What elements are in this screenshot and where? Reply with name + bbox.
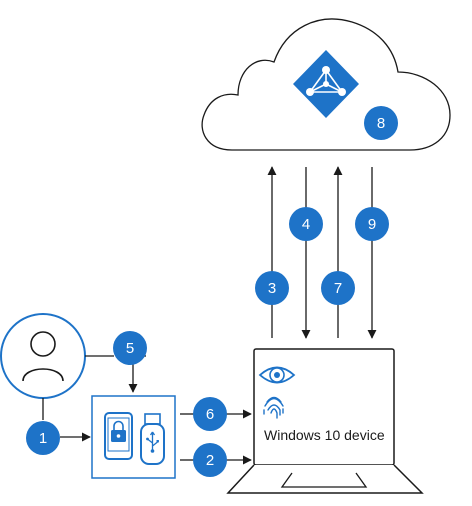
badge-7-label: 7 bbox=[334, 280, 342, 297]
badge-4: 4 bbox=[289, 207, 323, 241]
badge-3-label: 3 bbox=[268, 280, 276, 297]
usb-security-key-icon bbox=[140, 413, 165, 465]
badge-7: 7 bbox=[321, 271, 355, 305]
badge-8: 8 bbox=[364, 106, 398, 140]
badge-6: 6 bbox=[193, 397, 227, 431]
badge-9: 9 bbox=[355, 207, 389, 241]
badge-2-label: 2 bbox=[206, 452, 214, 469]
badge-1: 1 bbox=[26, 421, 60, 455]
eye-icon bbox=[258, 366, 296, 384]
badge-5: 5 bbox=[113, 331, 147, 365]
badge-9-label: 9 bbox=[368, 216, 376, 233]
badge-6-label: 6 bbox=[206, 406, 214, 423]
user-icon bbox=[0, 313, 86, 399]
badge-8-label: 8 bbox=[377, 115, 385, 132]
badge-4-label: 4 bbox=[302, 216, 310, 233]
device-label: Windows 10 device bbox=[264, 427, 385, 443]
fingerprint-icon bbox=[263, 396, 284, 419]
badge-3: 3 bbox=[255, 271, 289, 305]
badge-1-label: 1 bbox=[39, 430, 47, 447]
laptop-icon bbox=[226, 348, 424, 494]
badge-5-label: 5 bbox=[126, 340, 134, 357]
phone-icon bbox=[104, 412, 133, 460]
azure-ad-pyramid-icon bbox=[293, 50, 359, 118]
badge-2: 2 bbox=[193, 443, 227, 477]
